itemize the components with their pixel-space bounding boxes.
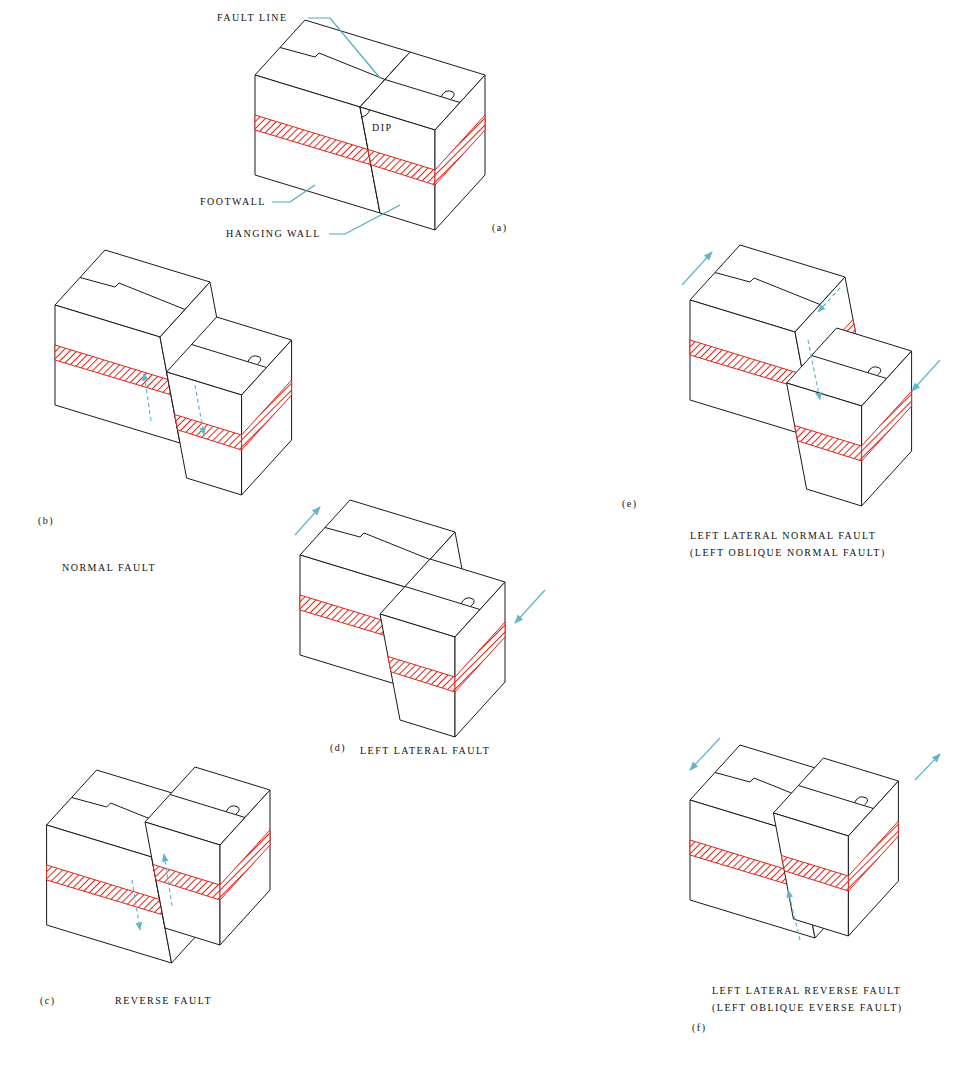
figure-label: LEFT LATERAL REVERSE FAULT <box>712 985 901 997</box>
fault-block-e <box>682 245 940 506</box>
dip-arc <box>362 110 370 117</box>
figure-label: (f) <box>692 1022 707 1034</box>
figure-label: FOOTWALL <box>200 196 266 208</box>
leader-line <box>272 185 315 202</box>
figure-label: (b) <box>38 515 54 527</box>
figure-label: FAULT LINE <box>217 12 288 24</box>
fault-block-c <box>47 767 270 963</box>
fault-block-a <box>255 20 485 230</box>
figure-label: NORMAL FAULT <box>62 562 156 574</box>
figure-label: (a) <box>492 222 508 234</box>
figure-label: LEFT LATERAL FAULT <box>360 745 490 757</box>
fault-block-f <box>690 738 940 940</box>
figure-label: (e) <box>622 498 638 510</box>
figure-label: LEFT LATERAL NORMAL FAULT <box>690 530 876 542</box>
figure-label: HANGING WALL <box>226 228 321 240</box>
figure-label: REVERSE FAULT <box>115 995 212 1007</box>
figure-label: (c) <box>40 995 56 1007</box>
fault-block-b <box>55 250 292 495</box>
figure-label: (LEFT OBLIQUE EVERSE FAULT) <box>712 1002 903 1014</box>
figure-label: (d) <box>330 742 346 754</box>
figure-label: DIP <box>372 122 393 134</box>
leader-line <box>308 18 380 78</box>
fault-block-d <box>295 500 545 737</box>
leader-line <box>329 205 400 234</box>
figure-label: (LEFT OBLIQUE NORMAL FAULT) <box>690 547 886 559</box>
